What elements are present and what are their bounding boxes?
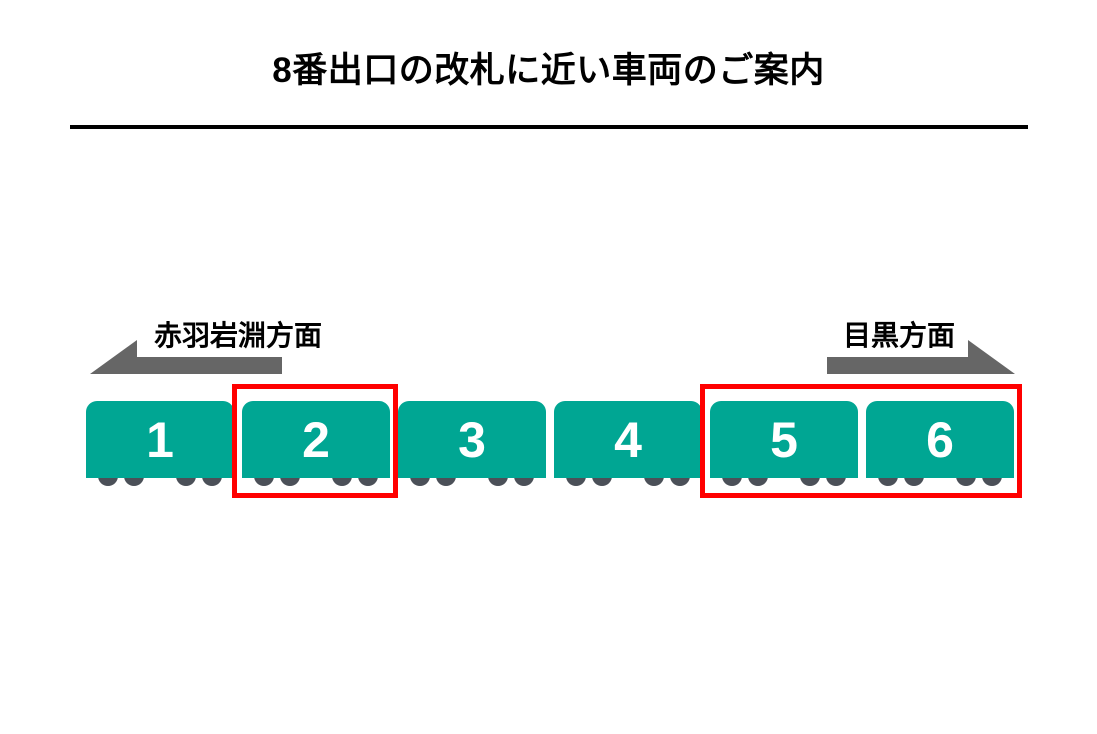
arrow-left-icon [90,338,282,374]
direction-label-right: 目黒方面 [843,320,956,351]
train-car-body [242,401,390,478]
train-car-6[interactable]: 6 [866,398,1014,498]
train-consist: 1 2 3 4 [86,398,1016,498]
train-car-body [86,401,234,478]
train-car-body [710,401,858,478]
highlight-box-car-2 [232,384,398,498]
train-car-body [398,401,546,478]
train-car-body [554,401,702,478]
train-car-number: 4 [614,411,642,468]
train-car-number: 2 [302,411,330,468]
train-car-number: 3 [458,411,486,468]
title-divider [70,125,1028,129]
train-car-4[interactable]: 4 [554,398,702,498]
train-car-1[interactable]: 1 [86,398,234,498]
train-car-5[interactable]: 5 [710,398,858,498]
train-car-3[interactable]: 3 [398,398,546,498]
page-title: 8番出口の改札に近い車両のご案内 [272,51,825,90]
train-car-2[interactable]: 2 [242,398,390,498]
train-car-number: 6 [926,411,954,468]
train-car-number: 5 [770,411,798,468]
train-car-body [866,401,1014,478]
direction-label-left: 赤羽岩淵方面 [154,320,323,351]
train-car-number: 1 [146,411,174,468]
highlight-box-cars-5-6 [700,384,1022,498]
arrow-right-icon [827,338,1015,374]
